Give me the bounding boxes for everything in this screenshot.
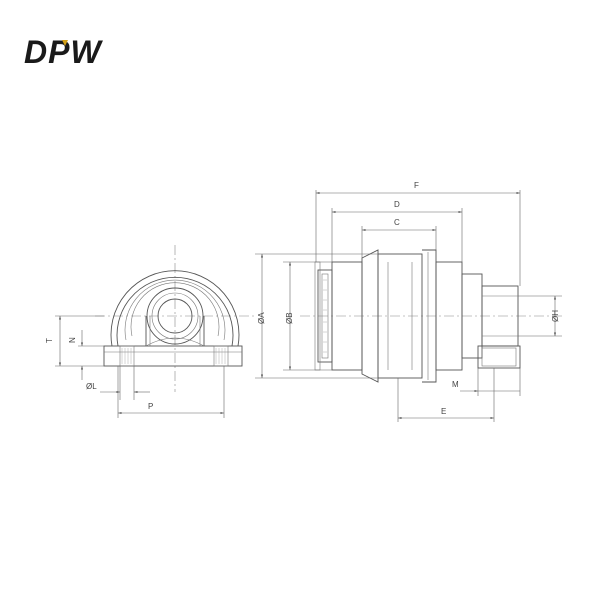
dim-label-p: P	[148, 402, 153, 411]
dim-label-d: D	[394, 200, 400, 209]
dim-label-b: ØB	[285, 312, 294, 324]
logo-accent-icon	[62, 40, 68, 46]
dpw-logo: DPW	[24, 34, 102, 70]
dim-label-n: N	[68, 337, 77, 343]
dim-label-m: M	[452, 380, 459, 389]
dim-label-e: E	[441, 407, 446, 416]
dim-label-h: ØH	[551, 310, 560, 322]
dim-label-a: ØA	[257, 312, 266, 324]
dim-label-t: T	[45, 338, 54, 343]
dim-label-l: ØL	[86, 382, 97, 391]
dim-label-f: F	[414, 181, 419, 190]
side-view: F D C ØA ØB ØH M E	[255, 181, 565, 422]
dim-label-c: C	[394, 218, 400, 227]
end-view: T N ØL P	[45, 245, 255, 418]
